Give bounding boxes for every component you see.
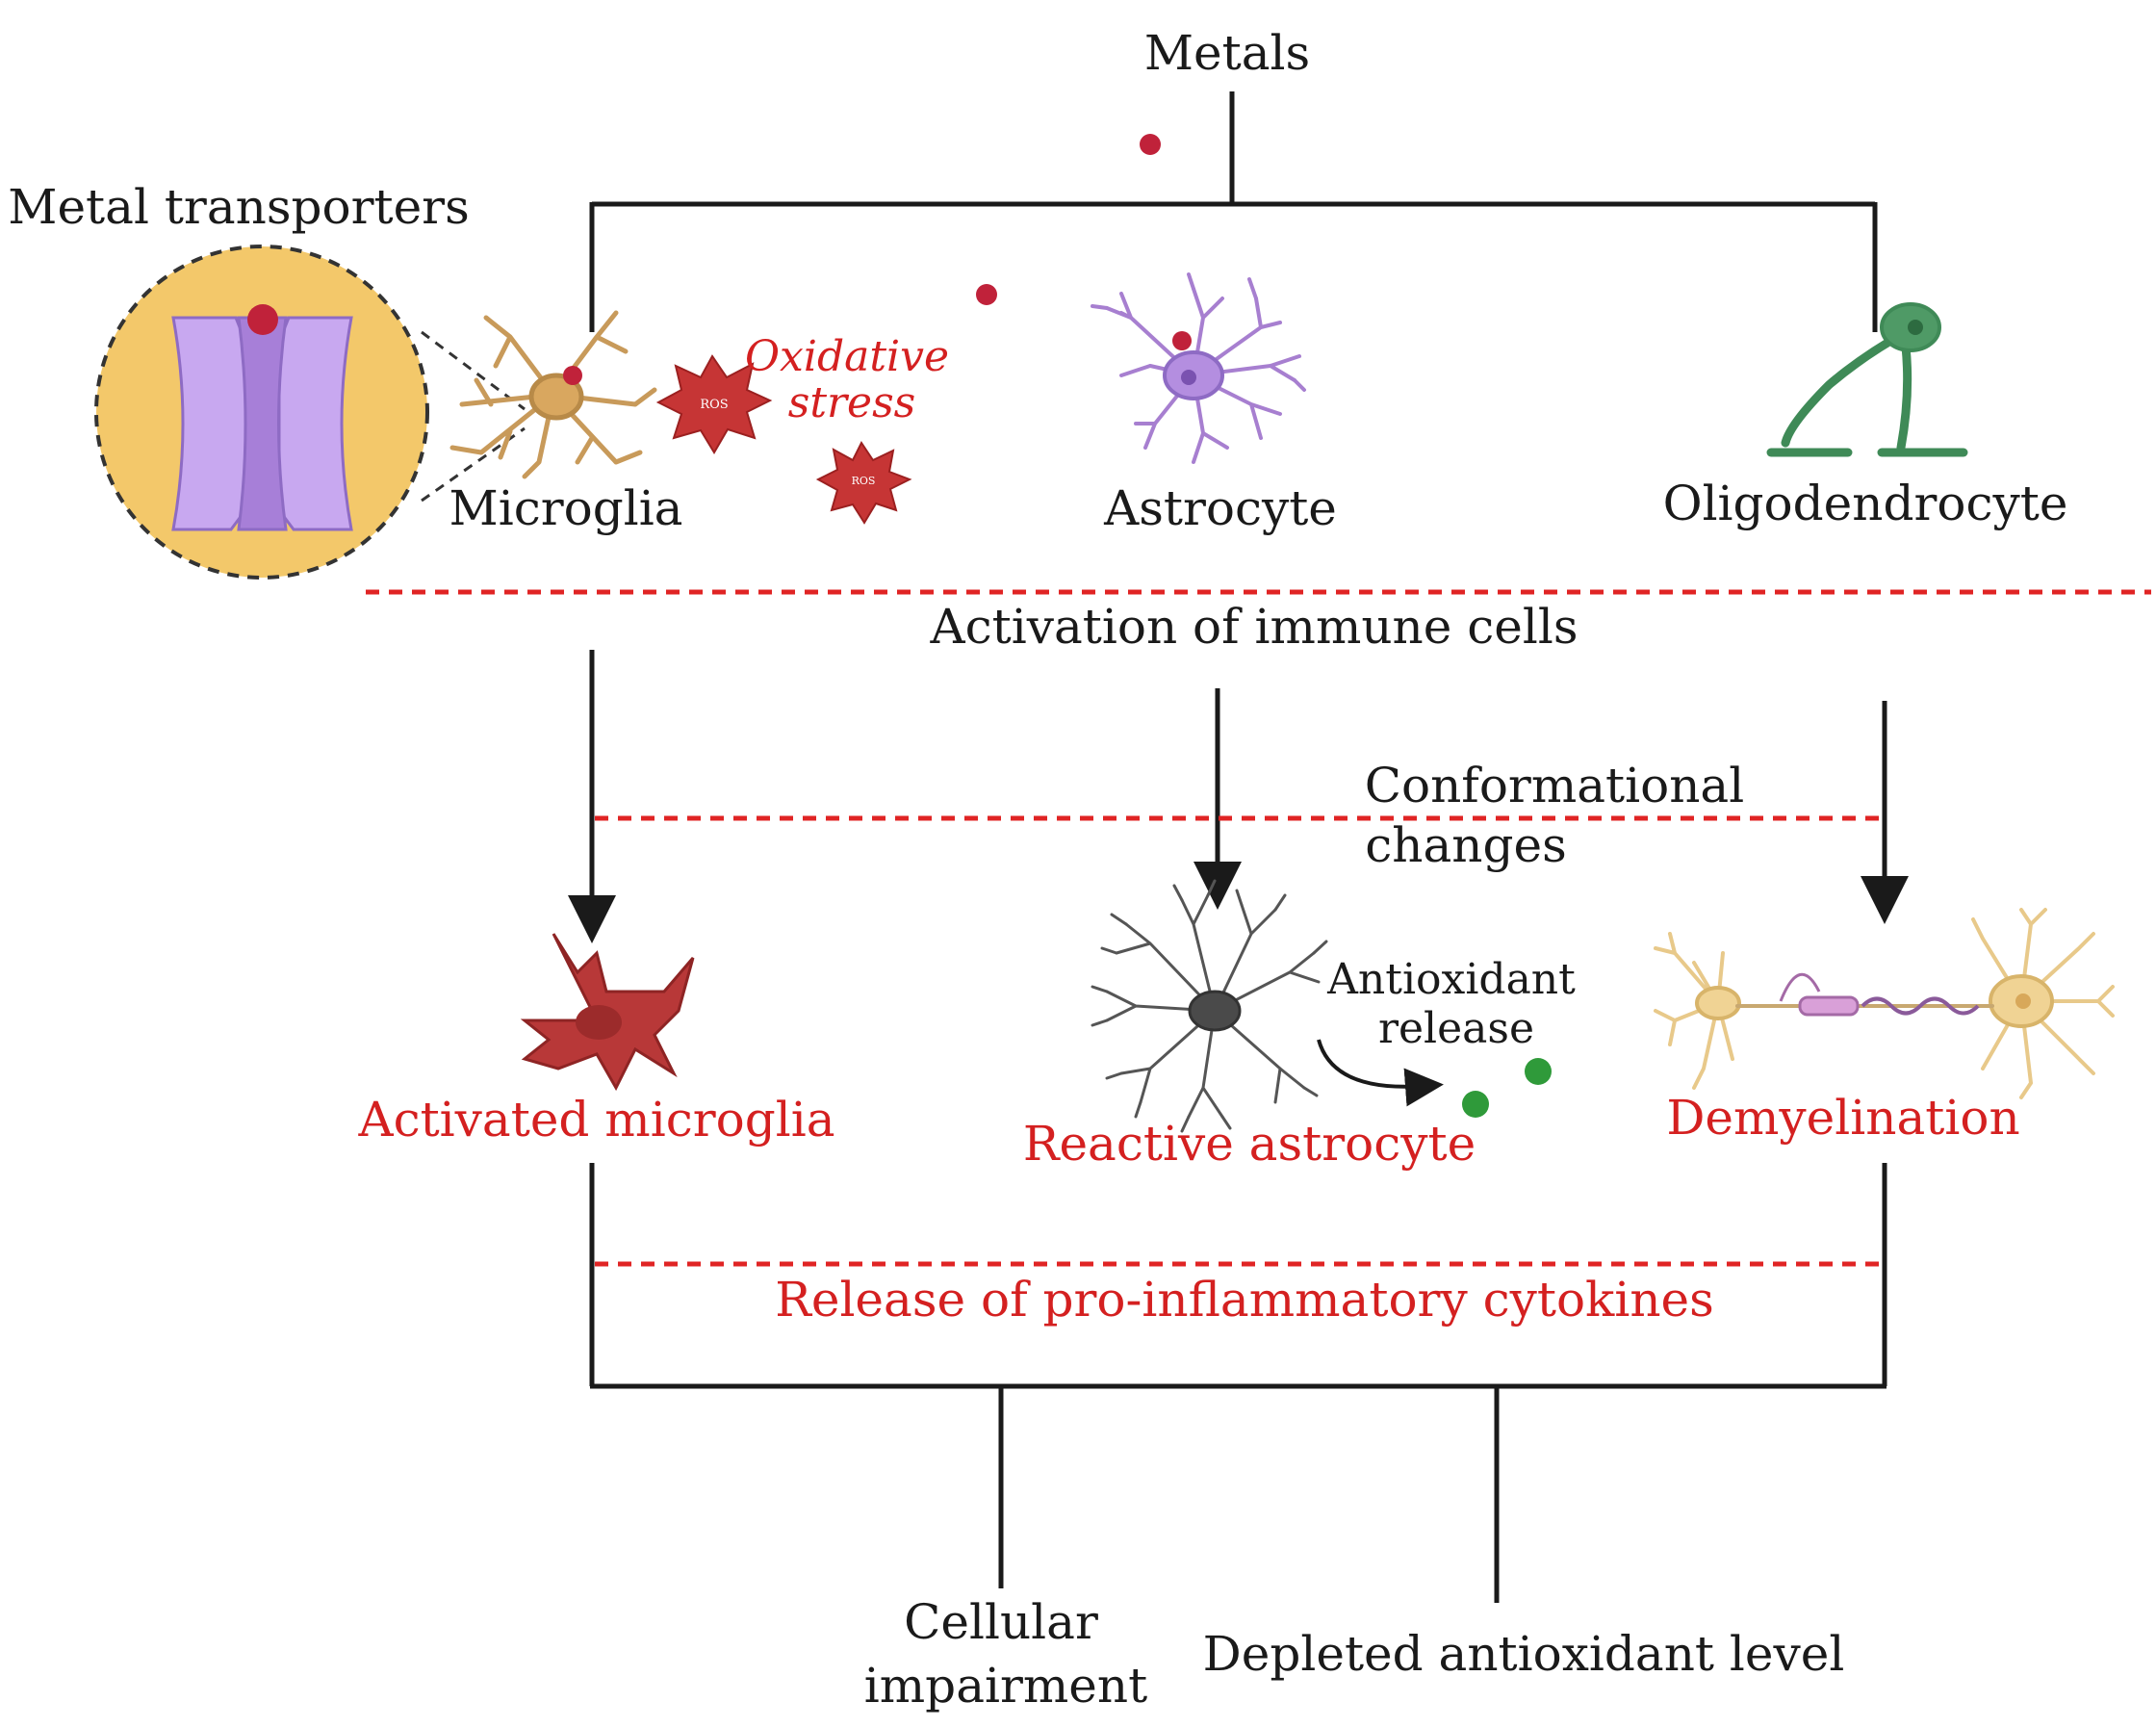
cellular-impairment-label-line2: impairment	[864, 1658, 1147, 1714]
conformational-label: Conformational	[1365, 758, 1744, 813]
svg-text:ROS: ROS	[700, 398, 728, 412]
activated-microglia-cell	[520, 933, 695, 1092]
activation-label: Activation of immune cells	[930, 599, 1578, 655]
oxidative-stress-label: Oxidative	[745, 332, 949, 381]
metal-particle	[1140, 134, 1161, 155]
activated-microglia-label: Activated microglia	[357, 1092, 834, 1148]
demyelination-label: Demyelination	[1666, 1090, 2019, 1146]
ros-burst-icon: ROS	[655, 354, 773, 454]
metal-transporters-label: Metal transporters	[8, 179, 470, 235]
metal-particle	[1172, 331, 1192, 350]
microglia-cell	[449, 310, 657, 479]
antioxidant-particle	[1462, 1091, 1489, 1118]
oligodendrocyte-label: Oligodendrocyte	[1663, 476, 2068, 531]
microglia-label: Microglia	[449, 480, 683, 536]
cellular-impairment-label: Cellular	[904, 1594, 1098, 1650]
bottom-bracket	[589, 1163, 1887, 1603]
antioxidant-label: Antioxidant	[1326, 955, 1576, 1004]
depleted-antioxidant-label: Depleted antioxidant level	[1203, 1626, 1845, 1682]
myelin-sheath	[1779, 972, 1980, 1017]
antioxidant-arrow	[1317, 1039, 1444, 1107]
metal-particle	[976, 284, 997, 305]
oligodendrocyte-cell	[1766, 302, 1968, 457]
top-bracket	[589, 91, 1878, 332]
antioxidant-label-line2: release	[1378, 1004, 1534, 1053]
oxidative-stress-label-line2: stress	[788, 378, 916, 427]
reactive-astrocyte-cell	[1091, 879, 1328, 1133]
ros-burst-icon: ROS	[815, 441, 912, 525]
astrocyte-label: Astrocyte	[1103, 480, 1337, 536]
astrocyte-cell	[1091, 272, 1306, 464]
metals-label: Metals	[1144, 25, 1310, 81]
metal-transporter-inset	[94, 245, 526, 580]
reactive-astrocyte-label: Reactive astrocyte	[1023, 1116, 1476, 1172]
conformational-label-line2: changes	[1365, 817, 1566, 873]
cytokines-label: Release of pro-inflammatory cytokines	[775, 1272, 1714, 1328]
demyelination-neurons	[1654, 908, 2115, 1099]
antioxidant-particle	[1525, 1058, 1552, 1085]
svg-text:ROS: ROS	[852, 475, 876, 487]
